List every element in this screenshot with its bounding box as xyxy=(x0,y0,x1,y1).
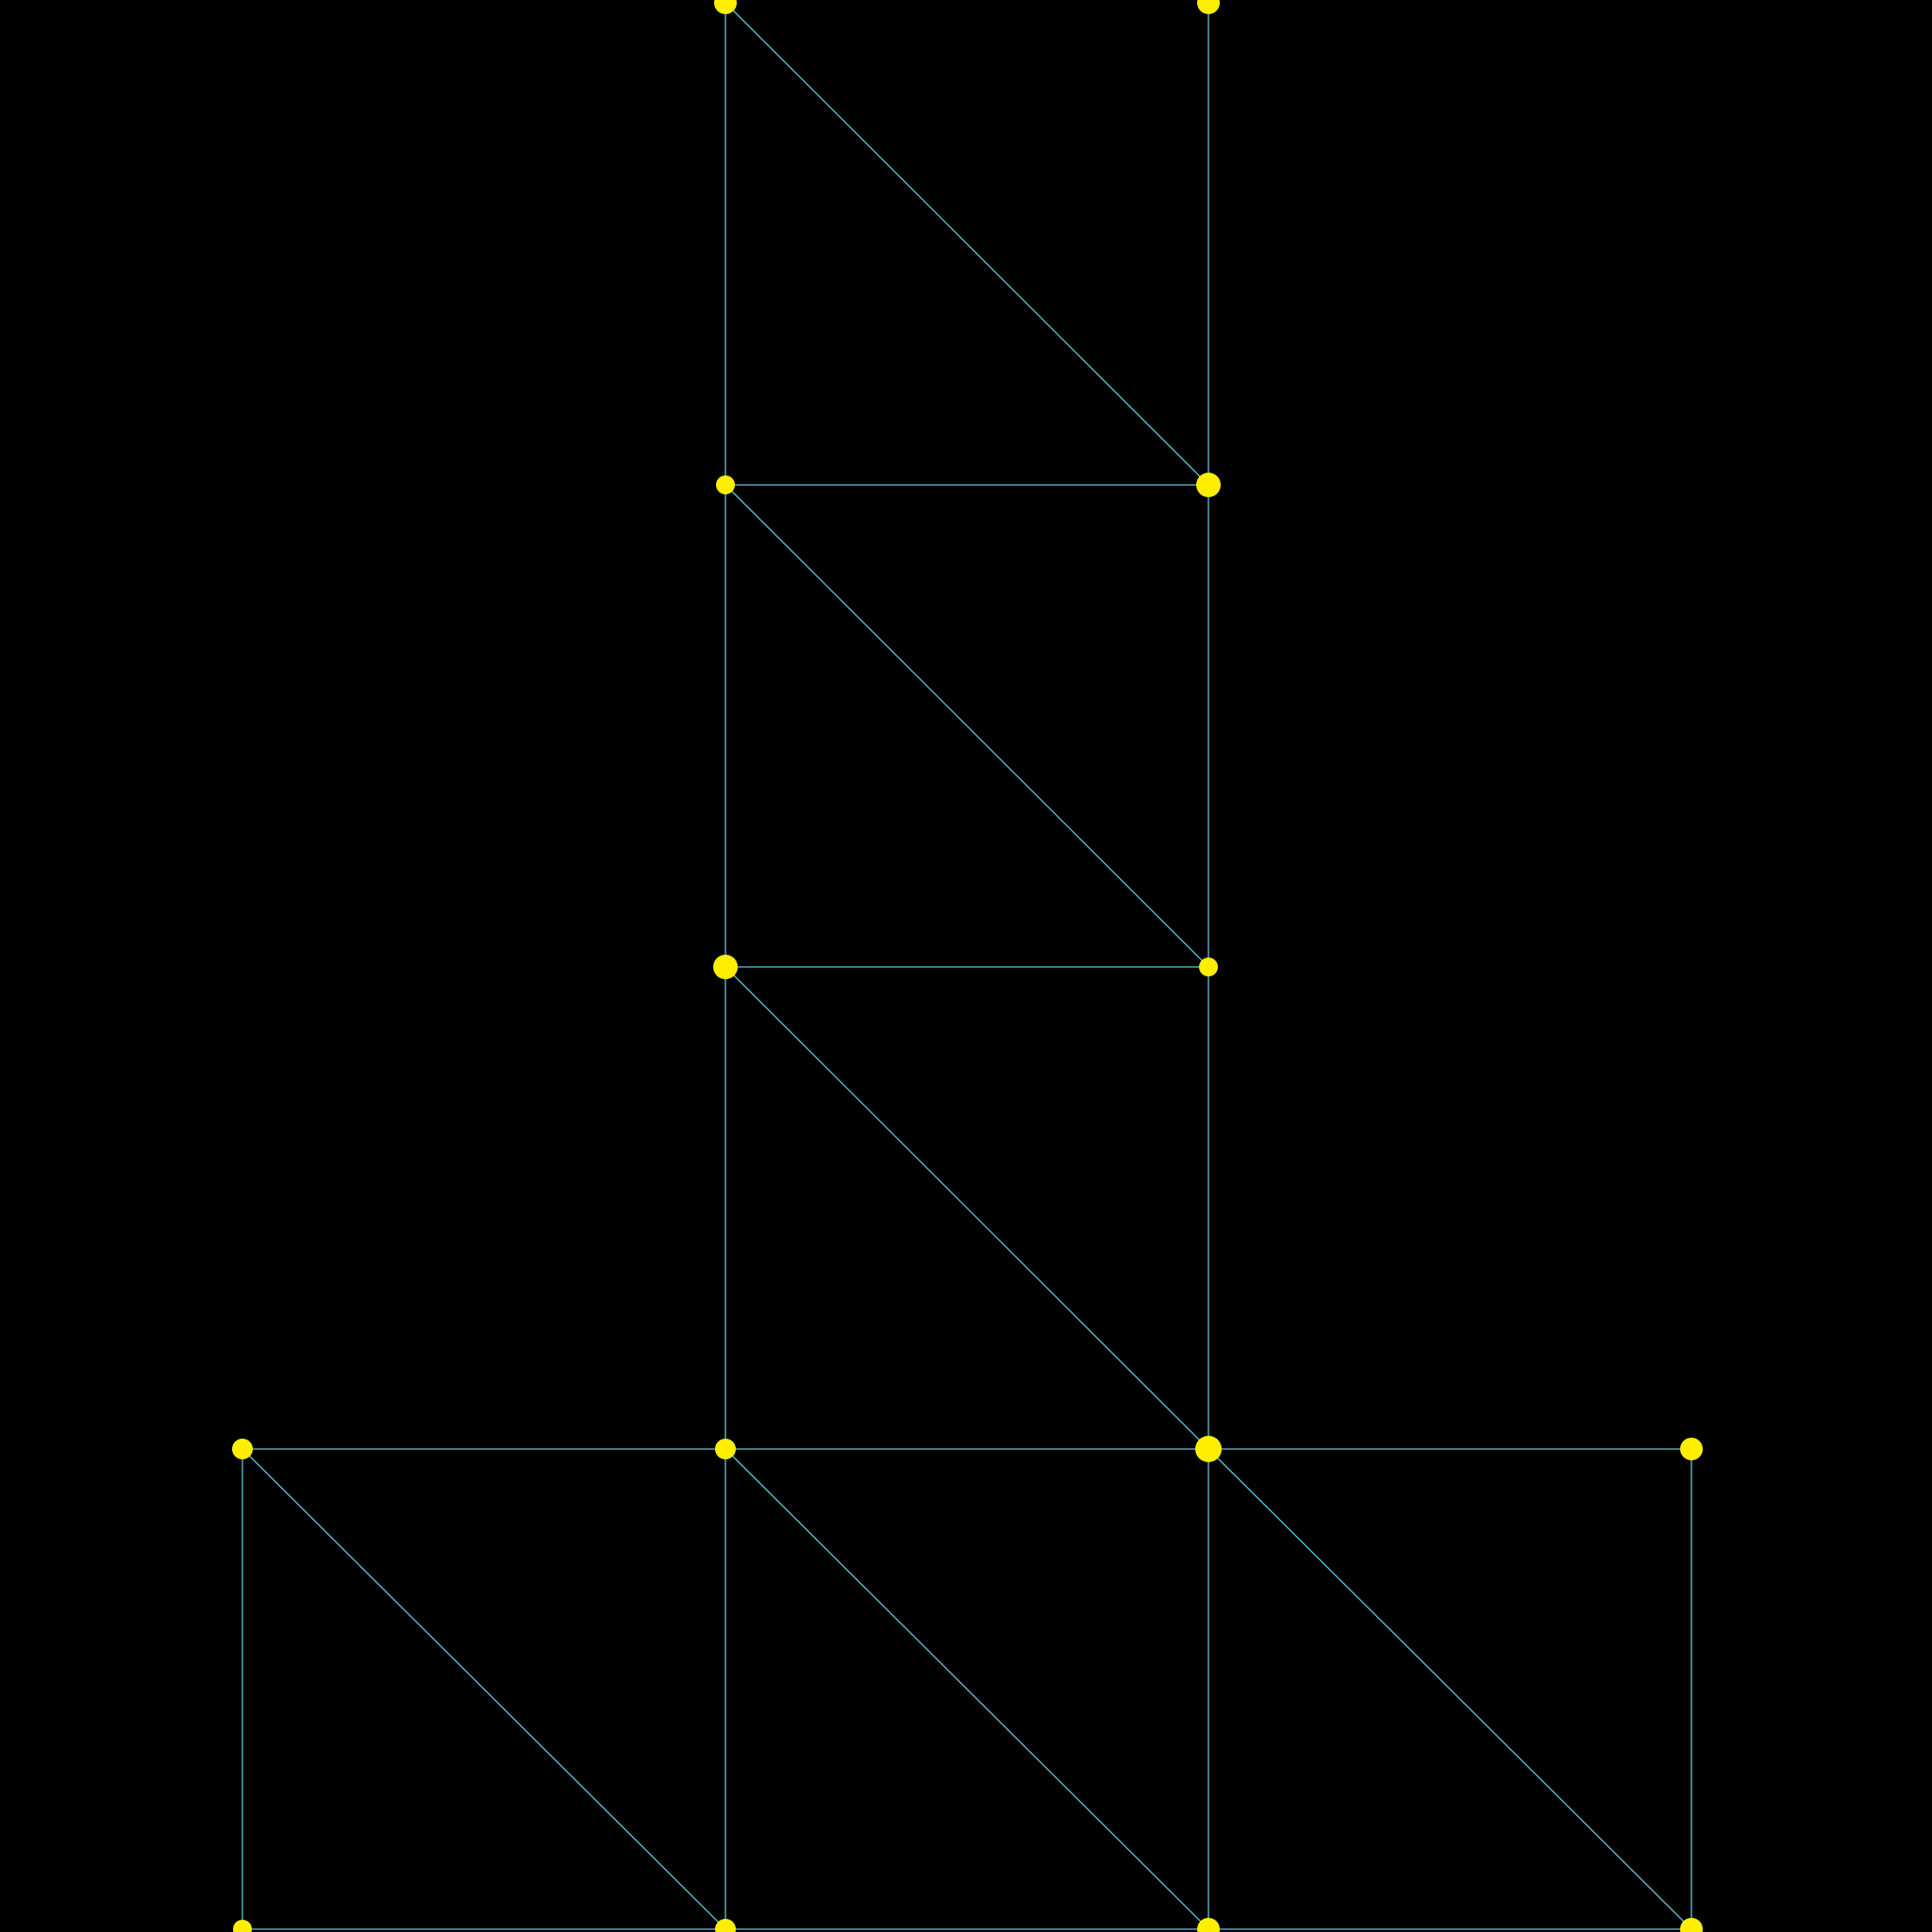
mesh-edge xyxy=(724,2,1209,486)
mesh-node xyxy=(1680,1438,1703,1460)
mesh-node xyxy=(1680,1918,1703,1932)
nodes-layer xyxy=(232,0,1703,1932)
edges-layer xyxy=(242,2,1692,1930)
mesh-edge xyxy=(242,1448,726,1930)
mesh-node xyxy=(1196,473,1221,497)
mesh-node xyxy=(1197,0,1220,14)
mesh-node xyxy=(1195,1436,1222,1462)
mesh-node xyxy=(715,1919,736,1932)
mesh-edge xyxy=(1208,1448,1692,1930)
mesh-edge xyxy=(724,484,1209,968)
mesh-edge xyxy=(724,1448,1209,1930)
mesh-node xyxy=(714,0,737,14)
mesh-node xyxy=(1197,1918,1220,1932)
mesh-node xyxy=(232,1439,253,1459)
mesh-edge xyxy=(724,966,1209,1450)
mesh-node xyxy=(713,955,738,979)
mesh-node xyxy=(716,475,735,494)
mesh-node xyxy=(233,1920,252,1932)
mesh-node xyxy=(715,1439,736,1459)
mesh-node xyxy=(1199,958,1218,976)
